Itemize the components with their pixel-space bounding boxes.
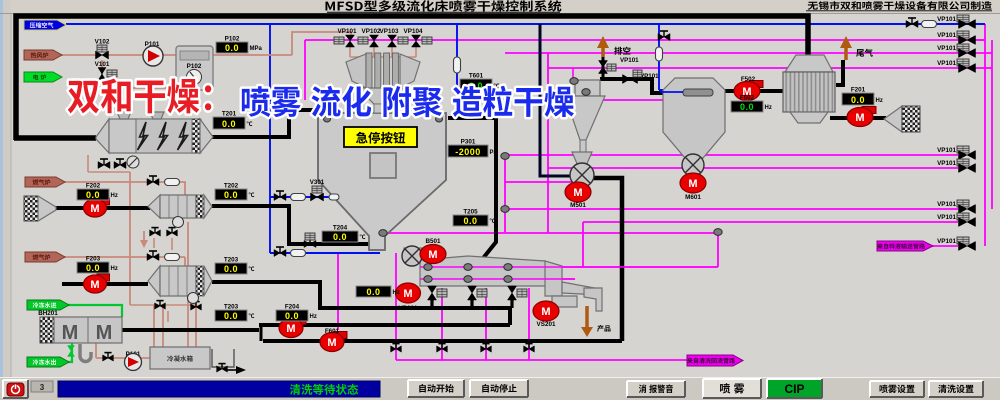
svg-text:M: M — [90, 203, 99, 215]
svg-text:Hz: Hz — [393, 290, 400, 296]
svg-text:BH201: BH201 — [38, 310, 58, 317]
svg-text:T203: T203 — [224, 304, 239, 311]
svg-text:F201: F201 — [851, 87, 866, 94]
svg-text:F502: F502 — [741, 76, 756, 83]
svg-text:VP201: VP201 — [399, 305, 418, 312]
svg-text:0.0: 0.0 — [463, 216, 477, 226]
svg-text:0.0: 0.0 — [224, 264, 238, 274]
svg-text:VP101: VP101 — [937, 32, 956, 39]
svg-text:F202: F202 — [86, 183, 101, 190]
svg-text:0.0: 0.0 — [224, 311, 238, 321]
svg-text:M601: M601 — [685, 194, 701, 201]
svg-text:M: M — [90, 279, 99, 291]
svg-text:0.0: 0.0 — [333, 232, 347, 242]
svg-text:V101: V101 — [95, 61, 110, 68]
svg-text:-2000: -2000 — [455, 147, 481, 157]
svg-text:VP104: VP104 — [404, 28, 423, 35]
svg-text:0.0: 0.0 — [285, 311, 299, 321]
svg-text:M: M — [327, 337, 336, 349]
svg-text:T201: T201 — [222, 111, 237, 118]
svg-text:Hz: Hz — [111, 193, 118, 199]
svg-text:P101: P101 — [145, 41, 160, 48]
svg-text:P102: P102 — [187, 63, 202, 70]
svg-text:T204: T204 — [333, 225, 348, 232]
svg-text:3: 3 — [40, 383, 45, 392]
svg-text:M: M — [742, 86, 751, 98]
svg-text:0.0: 0.0 — [86, 263, 100, 273]
svg-text:VP101: VP101 — [937, 60, 956, 67]
svg-text:B501: B501 — [425, 238, 441, 245]
svg-text:CIP: CIP — [784, 382, 804, 396]
svg-text:T203: T203 — [224, 257, 239, 264]
svg-text:0.0: 0.0 — [224, 190, 238, 200]
svg-text:T202: T202 — [224, 183, 239, 190]
svg-text:VP101: VP101 — [937, 147, 956, 154]
svg-text:M: M — [541, 306, 550, 318]
svg-text:F502: F502 — [740, 95, 755, 102]
svg-text:VP101: VP101 — [937, 45, 956, 52]
svg-text:M: M — [428, 249, 437, 261]
svg-text:0.0: 0.0 — [86, 190, 100, 200]
svg-text:Hz: Hz — [310, 314, 317, 320]
svg-text:MPa: MPa — [250, 46, 263, 52]
svg-text:VP101: VP101 — [620, 57, 639, 64]
svg-text:VP101: VP101 — [937, 201, 956, 208]
svg-text:M501: M501 — [570, 202, 586, 209]
svg-text:F204: F204 — [285, 304, 300, 311]
svg-text:0.0: 0.0 — [225, 43, 239, 53]
svg-text:T601: T601 — [469, 73, 484, 80]
svg-text:VP101: VP101 — [937, 160, 956, 167]
svg-text:Hz: Hz — [111, 266, 118, 272]
svg-text:P102: P102 — [225, 36, 240, 43]
svg-text:0.0: 0.0 — [469, 81, 483, 91]
svg-text:V102: V102 — [95, 39, 110, 46]
svg-text:F601: F601 — [325, 328, 340, 335]
svg-text:M: M — [286, 323, 295, 335]
svg-text:Pa: Pa — [490, 150, 498, 156]
svg-text:0.0: 0.0 — [366, 287, 380, 297]
svg-text:VP101: VP101 — [640, 73, 659, 80]
svg-text:VP101: VP101 — [338, 28, 357, 35]
svg-text:M: M — [855, 112, 864, 124]
svg-text:M: M — [62, 322, 79, 344]
svg-text:M: M — [96, 322, 113, 344]
svg-text:F203: F203 — [86, 256, 101, 263]
svg-text:0.0: 0.0 — [851, 95, 865, 105]
svg-text:0.0: 0.0 — [740, 102, 754, 112]
svg-text:VP101: VP101 — [937, 16, 956, 23]
svg-text:Hz: Hz — [765, 105, 772, 111]
svg-text:V301: V301 — [310, 179, 325, 186]
svg-text:VP101: VP101 — [937, 214, 956, 221]
svg-text:M: M — [573, 187, 582, 199]
svg-text:T205: T205 — [463, 209, 478, 216]
svg-text:VP102: VP102 — [362, 28, 381, 35]
svg-text:Hz: Hz — [876, 98, 883, 104]
svg-text:VP101: VP101 — [937, 238, 956, 245]
svg-text:M: M — [688, 178, 697, 190]
svg-text:P301: P301 — [461, 139, 476, 146]
svg-text:0.0: 0.0 — [222, 119, 236, 129]
svg-text:VP103: VP103 — [380, 28, 399, 35]
svg-text:VS201: VS201 — [537, 321, 556, 328]
svg-text:M: M — [403, 288, 412, 300]
